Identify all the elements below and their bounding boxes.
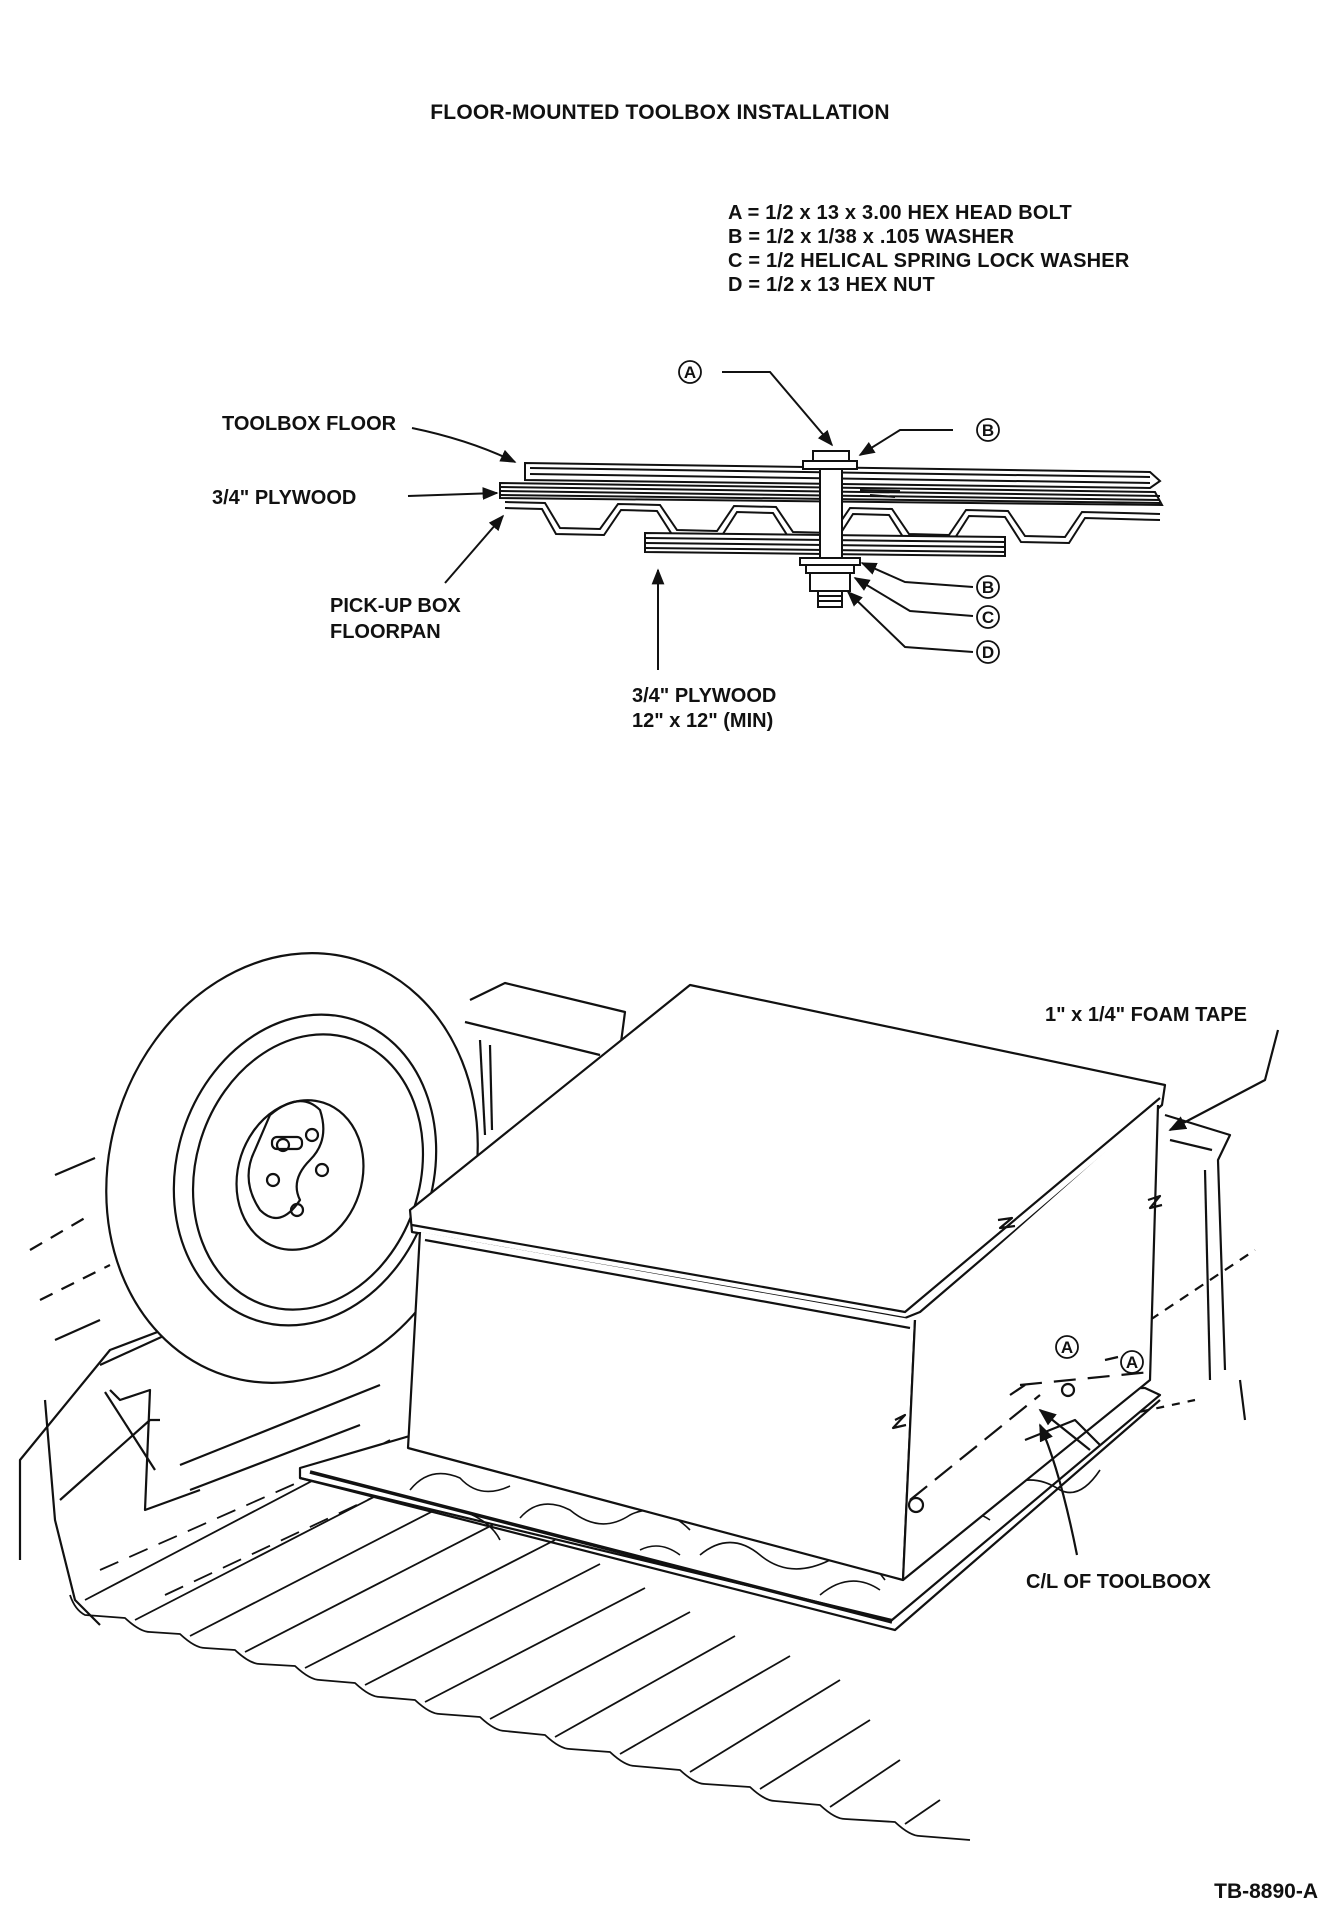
page-title: FLOOR-MOUNTED TOOLBOX INSTALLATION <box>430 101 890 124</box>
legend-item-d: D = 1/2 x 13 HEX NUT <box>728 274 935 296</box>
legend-item-a: A = 1/2 x 13 x 3.00 HEX HEAD BOLT <box>728 202 1072 224</box>
label-toolbox-floor: TOOLBOX FLOOR <box>222 413 397 435</box>
callout-c <box>976 605 1000 629</box>
toolbox <box>406 983 1167 1582</box>
label-plywood-top: 3/4" PLYWOOD <box>212 487 356 509</box>
legend-item-c: C = 1/2 HELICAL SPRING LOCK WASHER <box>728 250 1130 272</box>
perspective-view <box>18 952 1280 1841</box>
callout-a-left <box>1055 1335 1079 1359</box>
bed-floor-corrugation <box>69 1439 971 1841</box>
callout-a-top <box>678 360 702 384</box>
callout-c-letter: C <box>982 608 994 627</box>
callout-b-bottom-letter: B <box>982 578 994 597</box>
callout-a-right-letter: A <box>1126 1353 1138 1372</box>
callout-a-right <box>1120 1350 1144 1374</box>
parts-legend: A = 1/2 x 13 x 3.00 HEX HEAD BOLT B = 1/… <box>728 201 1130 297</box>
label-foam-tape: 1" x 1/4" FOAM TAPE <box>1045 1004 1247 1026</box>
callout-b-bottom <box>976 575 1000 599</box>
callout-b-top <box>976 418 1000 442</box>
callout-d <box>976 640 1000 664</box>
callout-a-top-letter: A <box>684 363 696 382</box>
bolt <box>799 450 861 608</box>
label-plywood-bottom-1: 3/4" PLYWOOD <box>632 685 776 707</box>
legend-item-b: B = 1/2 x 1/38 x .105 WASHER <box>728 226 1015 248</box>
label-plywood-bottom-2: 12" x 12" (MIN) <box>632 710 773 732</box>
section-view <box>407 360 1164 670</box>
callout-a-left-letter: A <box>1061 1338 1073 1357</box>
label-floorpan-2: FLOORPAN <box>330 621 441 643</box>
label-floorpan-1: PICK-UP BOX <box>330 595 461 617</box>
label-centerline: C/L OF TOOLBOOX <box>1026 1571 1211 1593</box>
callout-b-top-letter: B <box>982 421 994 440</box>
callout-d-letter: D <box>982 643 994 662</box>
figure-id: TB-8890-A <box>1214 1880 1318 1903</box>
